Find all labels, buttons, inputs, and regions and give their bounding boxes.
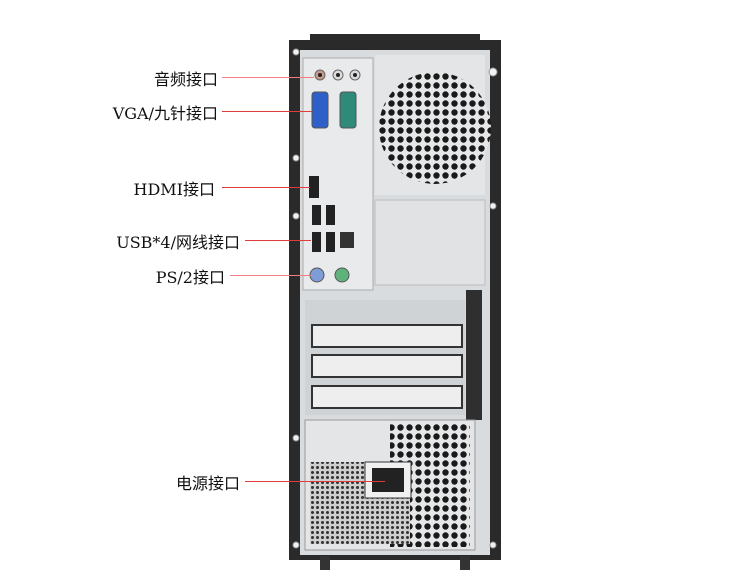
leader-line-power: [245, 481, 385, 482]
audio-ports: [314, 69, 361, 81]
vga-port: [311, 91, 329, 129]
fan-grille: [379, 72, 491, 184]
ps2-keyboard-port: [309, 267, 325, 283]
leader-line-usb-lan: [245, 240, 311, 241]
leader-line-hdmi: [222, 187, 310, 188]
ps2-mouse-port: [334, 267, 350, 283]
leader-line-audio: [222, 77, 314, 78]
usb-ports: [312, 205, 335, 252]
label-usb-lan: USB*4/网线接口: [116, 233, 240, 252]
leader-line-ps2: [230, 275, 312, 276]
label-ps2: PS/2接口: [155, 268, 225, 287]
leader-line-vga: [222, 111, 312, 112]
hdmi-port: [309, 176, 319, 198]
label-audio: 音频接口: [153, 70, 218, 89]
expansion-slots: [305, 300, 465, 415]
lan-port: [340, 232, 354, 248]
power-socket: [372, 468, 404, 492]
label-vga: VGA/九针接口: [112, 104, 218, 123]
label-power: 电源接口: [175, 474, 240, 493]
serial-port: [339, 91, 357, 129]
label-hdmi: HDMI接口: [133, 180, 216, 199]
